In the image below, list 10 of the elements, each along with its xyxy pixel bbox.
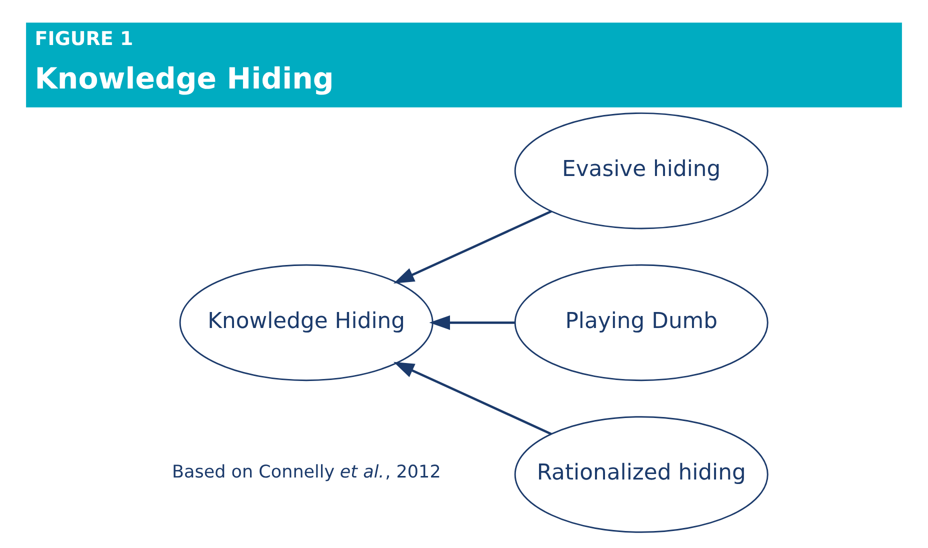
label: FIGURE 1	[34, 28, 134, 50]
node-ellipse: Playing Dumb	[514, 264, 768, 381]
diagram-title: Knowledge Hiding	[34, 60, 334, 95]
node-ellipse: Knowledge Hiding	[179, 264, 434, 381]
node-ellipse: Evasive hiding	[514, 112, 768, 229]
arrow	[393, 210, 552, 283]
node-ellipse: Rationalized hiding	[514, 416, 768, 532]
arrow	[393, 361, 552, 435]
arrow	[429, 314, 515, 330]
caption: Based on Connelly et al., 2012	[172, 462, 441, 482]
